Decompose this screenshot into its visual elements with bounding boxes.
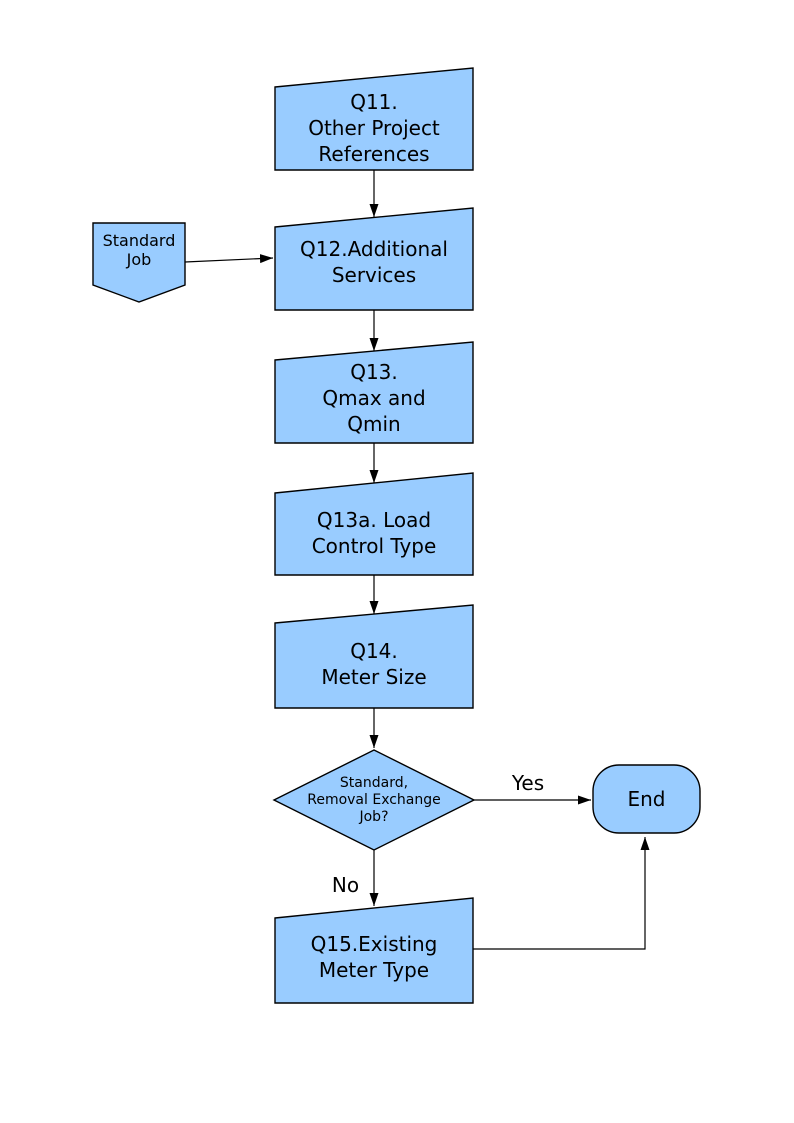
q13a-shape (274, 472, 474, 576)
decision-diamond-shape (272, 749, 476, 851)
arrow-standardjob-q12 (184, 254, 274, 264)
q13-shape (274, 341, 474, 444)
standard-job-shape (92, 222, 186, 303)
end-terminator-shape (592, 764, 701, 834)
q11-shape (274, 67, 474, 171)
q12-shape (274, 207, 474, 311)
q15-shape (274, 897, 474, 1004)
q14-shape (274, 604, 474, 709)
arrow-q15-end (473, 837, 650, 950)
